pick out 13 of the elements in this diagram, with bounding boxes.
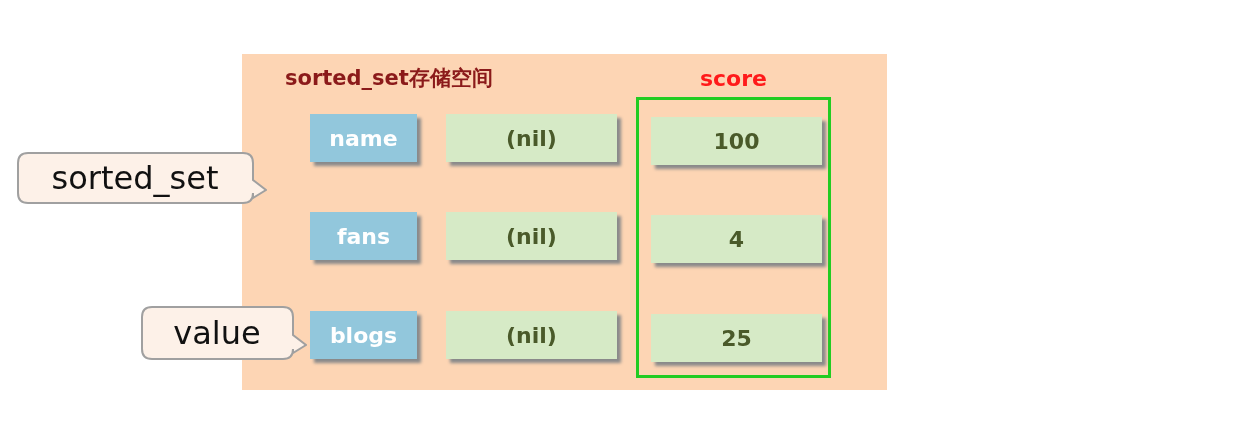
value-cell: 25	[651, 314, 822, 362]
key-cell: fans	[310, 212, 417, 260]
key-cell: name	[310, 114, 417, 162]
key-cell: blogs	[310, 311, 417, 359]
speech-bubble: value	[141, 306, 307, 360]
value-cell: (nil)	[446, 311, 617, 359]
value-cell: 100	[651, 117, 822, 165]
value-cell: (nil)	[446, 212, 617, 260]
column-heading: score	[699, 66, 768, 91]
speech-bubble: sorted_set	[17, 152, 267, 204]
panel-title: sorted_set存储空间	[285, 65, 493, 92]
value-cell: 4	[651, 215, 822, 263]
value-cell: (nil)	[446, 114, 617, 162]
